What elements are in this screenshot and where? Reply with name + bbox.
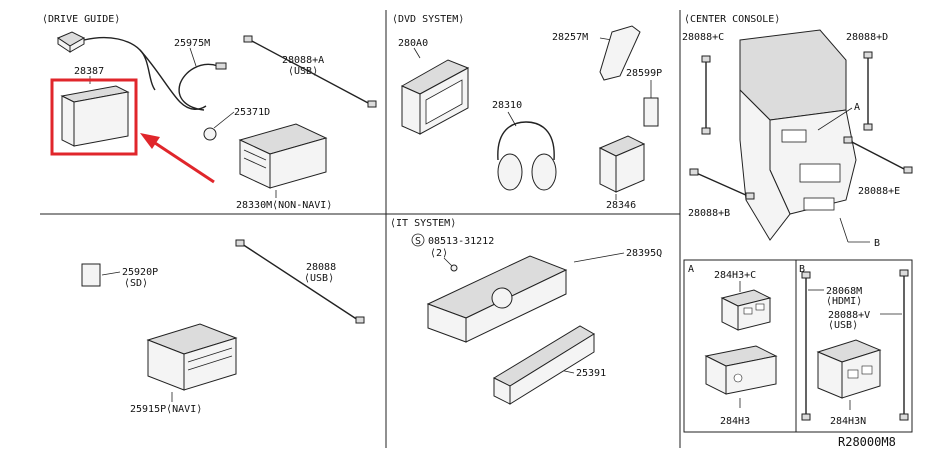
remote-28257m [599,25,641,81]
cable-28088e [847,139,907,171]
sd-part-25920p [81,263,101,287]
camera-part [56,31,86,53]
label-284h3: 284H3 [720,416,750,427]
label-28088d: 28088+D [846,32,888,43]
section-title-it-system: ⟨IT SYSTEM⟩ [390,218,456,229]
label-28599p: 28599P [626,68,662,79]
inset-label-a: A [688,264,694,275]
label-25915p: 25915P⟨NAVI⟩ [130,404,202,415]
label-28088e: 28088+E [858,186,900,197]
callout-a: A [854,102,860,113]
harness-25975m [178,63,219,111]
part-28599p [643,97,659,127]
label-25975m: 25975M [174,38,210,49]
section-title-dvd-system: ⟨DVD SYSTEM⟩ [392,14,464,25]
label-28088c: 28088+C [682,32,724,43]
grommet-25371d [203,127,217,141]
port-unit-284h3 [704,345,778,395]
label-25920p: 25920P [122,267,158,278]
label-280a0: 280A0 [398,38,428,49]
label-25371d: 25371D [234,107,270,118]
headphones-28310 [497,121,557,191]
hdmi-unit-284h3n [816,339,882,399]
module-28346 [598,135,646,193]
screw-08513 [450,264,458,272]
highlight-box [50,78,138,156]
s-symbol [411,233,425,247]
label-28088v-usb: ⟨USB⟩ [828,320,858,331]
label-s: S [415,236,421,247]
monitor-280a0 [400,59,470,135]
bezel-25391 [492,325,595,405]
label-284h3n: 284H3N [830,416,866,427]
inset-label-b: B [799,264,805,275]
label-28068m: 28068M [826,286,862,297]
camera-wire [83,36,156,91]
label-28088v: 28088+V [828,310,870,321]
label-25920p-sd: ⟨SD⟩ [124,278,148,289]
label-28395q: 28395Q [626,248,662,259]
label-28068m-hdmi: ⟨HDMI⟩ [826,296,862,307]
label-28310: 28310 [492,100,522,111]
section-title-drive-guide: ⟨DRIVE GUIDE⟩ [42,14,120,25]
label-28346: 28346 [606,200,636,211]
camera-wire-2 [139,49,207,110]
callout-b: B [874,238,880,249]
label-28088a-usb: ⟨USB⟩ [288,66,318,77]
label-08513-qty: ⟨2⟩ [430,248,448,259]
unit-28330m [238,123,328,189]
usb-cable-a [249,39,371,105]
label-28088-usb: ⟨USB⟩ [304,273,334,284]
reference-code: R28000M8 [838,435,896,449]
highlight-arrowhead [140,133,160,149]
highlight-arrow-shaft [151,139,215,184]
label-28387: 28387 [74,66,104,77]
unit-25915p [146,323,238,391]
label-28088a: 28088+A [282,55,324,66]
inset-frame [683,259,913,433]
cable-28088b [693,171,749,197]
label-28257m: 28257M [552,32,588,43]
usb-cable-28088 [241,243,359,321]
control-panel-28395q [426,255,568,343]
label-25391: 25391 [576,368,606,379]
center-console-assembly [739,29,857,241]
label-284h3c: 284H3+C [714,270,756,281]
module-28387 [60,85,130,147]
label-28330m: 28330M⟨NON-NAVI⟩ [236,200,332,211]
label-08513: 08513-31212 [428,236,494,247]
usb-port-284h3c [720,289,772,331]
section-title-center-console: ⟨CENTER CONSOLE⟩ [684,14,780,25]
label-28088b: 28088+B [688,208,730,219]
label-28088: 28088 [306,262,336,273]
